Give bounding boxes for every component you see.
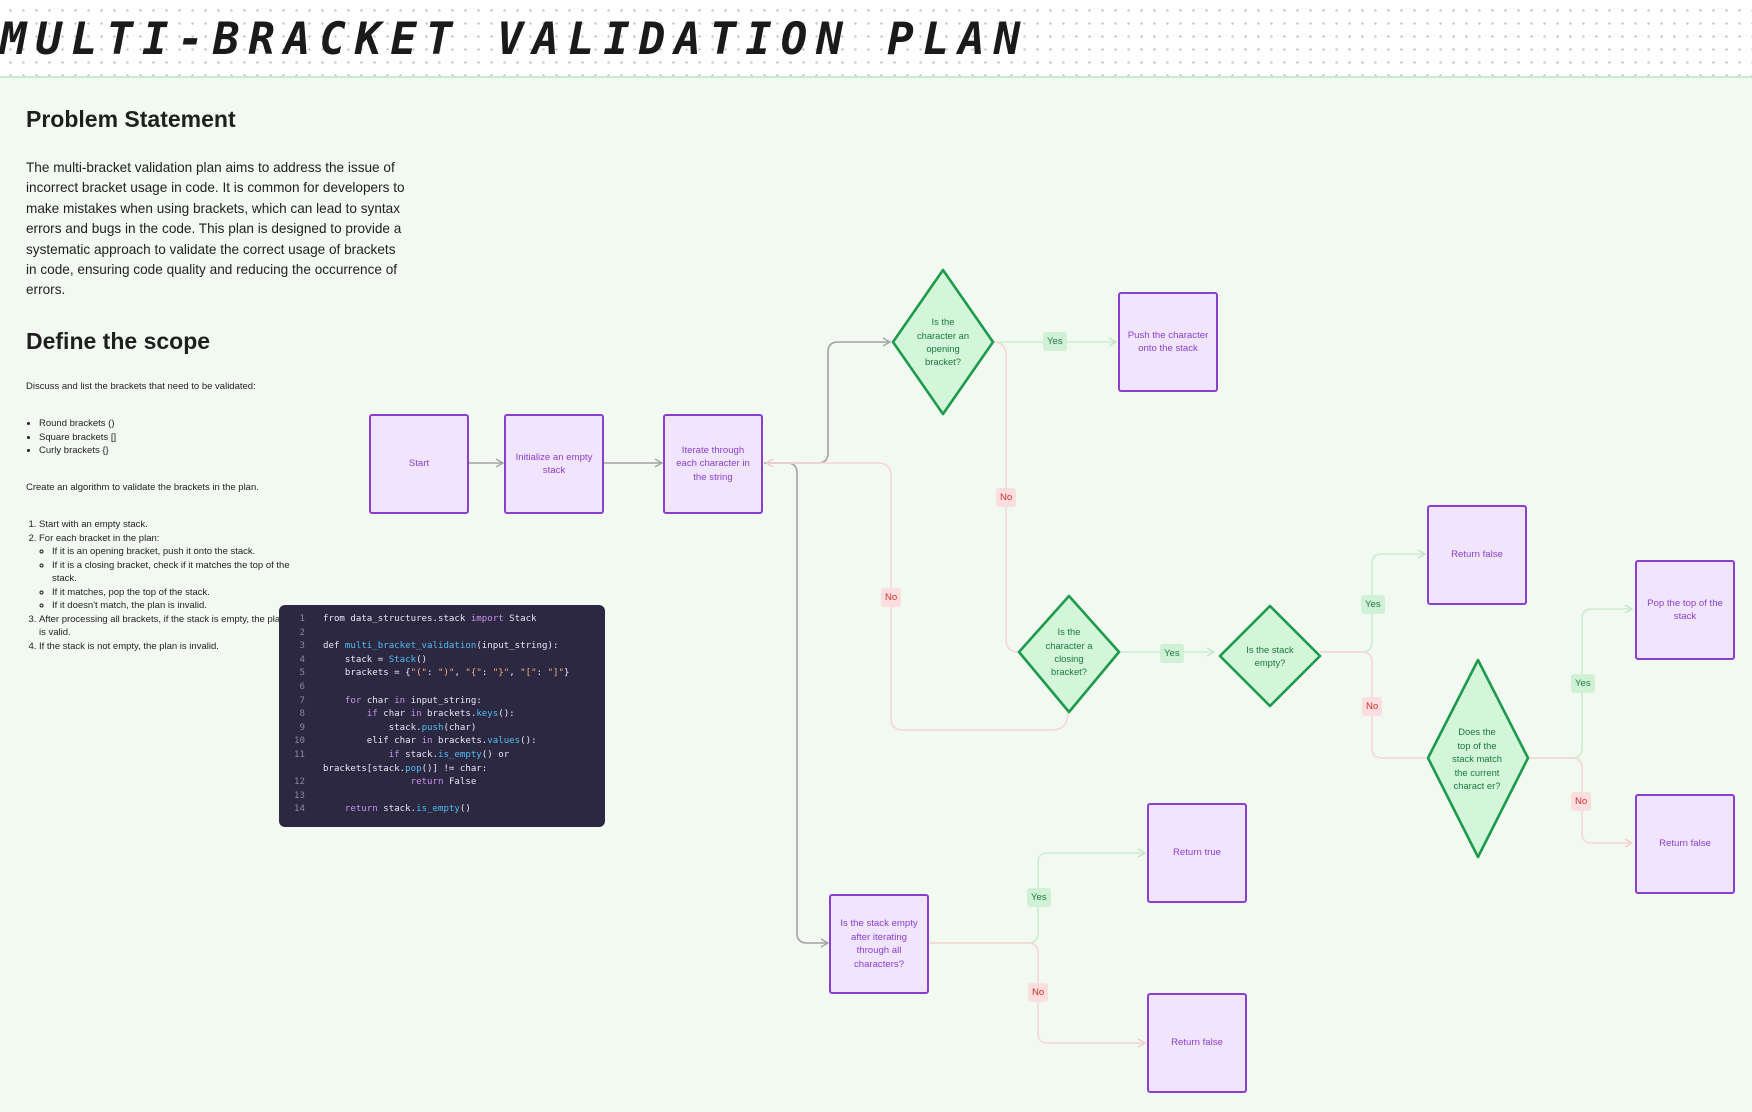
list-item: If it is an opening bracket, push it ont…: [52, 545, 294, 559]
flow-return-false-2[interactable]: Return false: [1635, 794, 1735, 894]
no-label: No: [1362, 697, 1383, 716]
list-item: Round brackets (): [39, 417, 116, 431]
code-block: 1 from data_structures.stack import Stack…: [279, 605, 605, 827]
flow-iterate[interactable]: Iterate through each character in the st…: [663, 414, 763, 514]
code-text: elif char in brackets.values():: [323, 736, 537, 747]
decision-closing-label[interactable]: Is the character a closing bracket?: [1045, 626, 1093, 678]
code-line: 3 def multi_bracket_validation(input_stri…: [279, 640, 605, 654]
code-text: return stack.is_empty(): [344, 804, 471, 815]
code-text: def multi_bracket_validation(input_strin…: [323, 641, 559, 652]
list-item: For each bracket in the plan: If it is a…: [39, 532, 294, 613]
line-number: 5: [299, 668, 305, 679]
scope-intro: Discuss and list the brackets that need …: [26, 381, 256, 392]
connector-empty-after-loop: [764, 462, 830, 948]
yes-label: Yes: [1043, 332, 1067, 351]
code-line: brackets[stack.pop()] != char:: [279, 763, 605, 777]
code-text: brackets = {"(": ")", "{": "}", "[": "]"…: [323, 668, 570, 679]
problem-heading: Problem Statement: [26, 106, 236, 132]
code-line: 2: [279, 627, 605, 641]
problem-text: The multi-bracket validation plan aims t…: [26, 160, 405, 298]
step-text: For each bracket in the plan:: [39, 532, 160, 544]
no-label: No: [1571, 792, 1592, 811]
list-item: Start with an empty stack.: [39, 518, 294, 532]
line-number: 14: [294, 804, 305, 815]
yes-label: Yes: [1160, 644, 1184, 663]
list-item: If it doesn't match, the plan is invalid…: [52, 599, 294, 613]
line-number: 9: [299, 722, 305, 733]
flow-pop[interactable]: Pop the top of the stack: [1635, 560, 1735, 660]
code-line: 1 from data_structures.stack import Stack: [279, 613, 605, 627]
line-number: 2: [299, 627, 305, 638]
line-number: 4: [299, 654, 305, 665]
code-line: 4 stack = Stack(): [279, 654, 605, 668]
list-item: If the stack is not empty, the plan is i…: [39, 640, 294, 654]
flow-push[interactable]: Push the character onto the stack: [1118, 292, 1218, 392]
line-number: 1: [299, 614, 305, 624]
sub-step-list: If it is an opening bracket, push it ont…: [39, 545, 294, 613]
list-item: If it matches, pop the top of the stack.: [52, 586, 294, 600]
code-text: stack.push(char): [323, 722, 477, 733]
line-number: 8: [299, 709, 305, 720]
flow-empty-after[interactable]: Is the stack empty after iterating throu…: [829, 894, 929, 994]
code-line: 14 return stack.is_empty(): [279, 803, 605, 817]
scope-heading: Define the scope: [26, 328, 211, 354]
algorithm-steps: Start with an empty stack. For each brac…: [26, 518, 294, 653]
page-title: MULTI-BRACKET VALIDATION PLAN: [0, 14, 1030, 65]
decision-shape-match: [1426, 658, 1530, 859]
yes-label: Yes: [1027, 888, 1051, 907]
decision-shape-empty: [1218, 604, 1322, 708]
code-text: brackets[stack.pop()] != char:: [323, 763, 488, 774]
list-item: Curly brackets {}: [39, 444, 116, 458]
code-text: return False: [410, 777, 477, 788]
list-item: Square brackets []: [39, 431, 116, 445]
flow-return-false-3[interactable]: Return false: [1147, 993, 1247, 1093]
flow-return-true[interactable]: Return true: [1147, 803, 1247, 903]
decision-empty-label[interactable]: Is the stack empty?: [1246, 643, 1294, 668]
bracket-list: Round brackets () Square brackets [] Cur…: [26, 417, 116, 458]
code-line: 12 return False: [279, 776, 605, 790]
code-line: 9 stack.push(char): [279, 722, 605, 736]
code-line: 8 if char in brackets.keys():: [279, 708, 605, 722]
flow-init-stack[interactable]: Initialize an empty stack: [504, 414, 604, 514]
yes-label: Yes: [1571, 674, 1595, 693]
line-number: 13: [294, 790, 305, 801]
line-number: 10: [294, 736, 305, 747]
code-line: 6: [279, 681, 605, 695]
list-item: After processing all brackets, if the st…: [39, 613, 294, 640]
code-text: for char in input_string:: [344, 695, 482, 706]
flow-return-false-1[interactable]: Return false: [1427, 505, 1527, 605]
connector-closing-no-loop: [764, 458, 1069, 731]
code-line: 13: [279, 790, 605, 804]
connector-iterate-to-opening: [764, 337, 892, 464]
no-label: No: [1028, 983, 1049, 1002]
code-line: 5 brackets = {"(": ")", "{": "}", "[": "…: [279, 667, 605, 681]
code-text: from data_structures.stack import Stack: [323, 614, 537, 624]
code-line: 11 if stack.is_empty() or: [279, 749, 605, 763]
decision-shape-opening: [891, 268, 995, 416]
code-line: 7 for char in input_string:: [279, 695, 605, 709]
no-label: No: [996, 488, 1017, 507]
algorithm-intro: Create an algorithm to validate the brac…: [26, 482, 259, 493]
code-text: if char in brackets.keys():: [366, 709, 515, 720]
line-number: 7: [299, 695, 305, 706]
no-label: No: [881, 588, 902, 607]
line-number: 6: [299, 681, 305, 692]
flow-start[interactable]: Start: [369, 414, 469, 514]
code-text: if stack.is_empty() or: [388, 749, 510, 760]
line-number: 11: [294, 749, 305, 760]
decision-match-label[interactable]: Does the top of the stack match the curr…: [1452, 726, 1503, 792]
decision-shape-closing: [1017, 594, 1121, 714]
list-item: If it is a closing bracket, check if it …: [52, 559, 294, 586]
line-number: 3: [299, 641, 305, 652]
decision-opening-label[interactable]: Is the character an opening bracket?: [916, 316, 970, 368]
yes-label: Yes: [1361, 595, 1385, 614]
line-number: 12: [294, 777, 305, 788]
code-text: stack = Stack(): [323, 654, 428, 665]
dot-grid-background: [0, 0, 1752, 78]
code-line: 10 elif char in brackets.values():: [279, 735, 605, 749]
